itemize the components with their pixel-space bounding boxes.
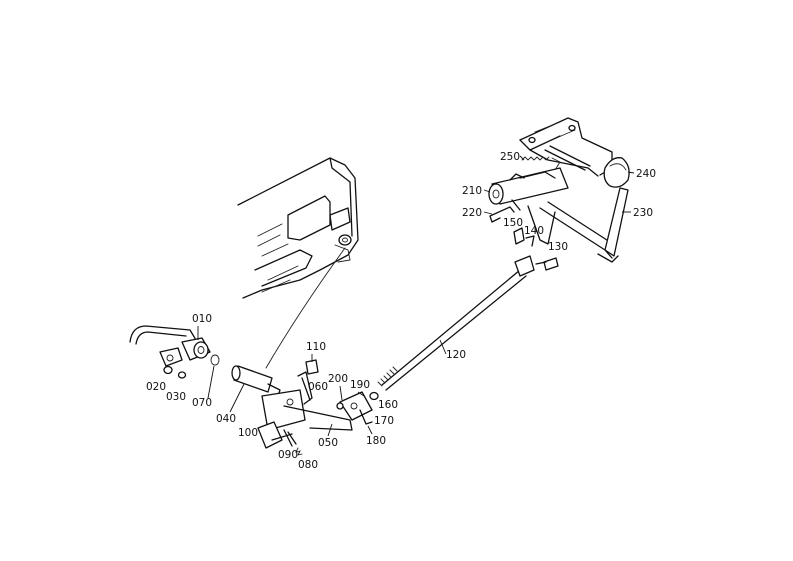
label-140: 140 xyxy=(524,225,544,237)
label-110: 110 xyxy=(306,341,326,353)
shift-arm xyxy=(129,325,211,367)
label-020: 020 xyxy=(146,381,166,393)
label-080: 080 xyxy=(298,459,318,471)
washer-020 xyxy=(163,365,173,375)
lever-knob xyxy=(603,157,630,188)
label-240: 240 xyxy=(636,168,656,180)
label-160: 160 xyxy=(378,399,398,411)
label-090: 090 xyxy=(278,449,298,461)
linkage-path xyxy=(265,247,346,369)
label-170: 170 xyxy=(374,415,394,427)
label-040: 040 xyxy=(216,413,236,425)
circlip-070 xyxy=(210,354,220,366)
transmission-housing xyxy=(237,157,359,299)
label-070: 070 xyxy=(192,397,212,409)
clip-and-pin xyxy=(513,227,535,247)
label-200: 200 xyxy=(328,373,348,385)
rod-end-clevis xyxy=(336,391,379,425)
spring xyxy=(521,156,550,161)
nut-030 xyxy=(177,371,187,379)
label-210: 210 xyxy=(462,185,482,197)
label-220: 220 xyxy=(462,207,482,219)
label-150: 150 xyxy=(503,217,523,229)
pivot-pipe xyxy=(488,167,569,245)
label-190: 190 xyxy=(350,379,370,391)
label-030: 030 xyxy=(166,391,186,403)
speed-lever xyxy=(539,187,629,263)
label-230: 230 xyxy=(633,207,653,219)
shift-rod xyxy=(377,255,535,391)
arm-bracket xyxy=(257,371,353,449)
label-120: 120 xyxy=(446,349,466,361)
part-labels: 010 020 030 070 040 100 090 080 110 060 … xyxy=(146,151,656,471)
label-180: 180 xyxy=(366,435,386,447)
label-100: 100 xyxy=(238,427,258,439)
label-130: 130 xyxy=(548,241,568,253)
label-060: 060 xyxy=(308,381,328,393)
label-250: 250 xyxy=(500,151,520,163)
mounting-bracket xyxy=(519,117,613,177)
label-010: 010 xyxy=(192,313,212,325)
bolt-110 xyxy=(305,359,319,375)
bolt-130 xyxy=(535,257,559,271)
pin-060 xyxy=(301,377,311,401)
lever-shaft xyxy=(231,365,281,397)
bolt-080-090 xyxy=(283,429,303,456)
label-050: 050 xyxy=(318,437,338,449)
cotter-pin-top xyxy=(489,206,515,223)
